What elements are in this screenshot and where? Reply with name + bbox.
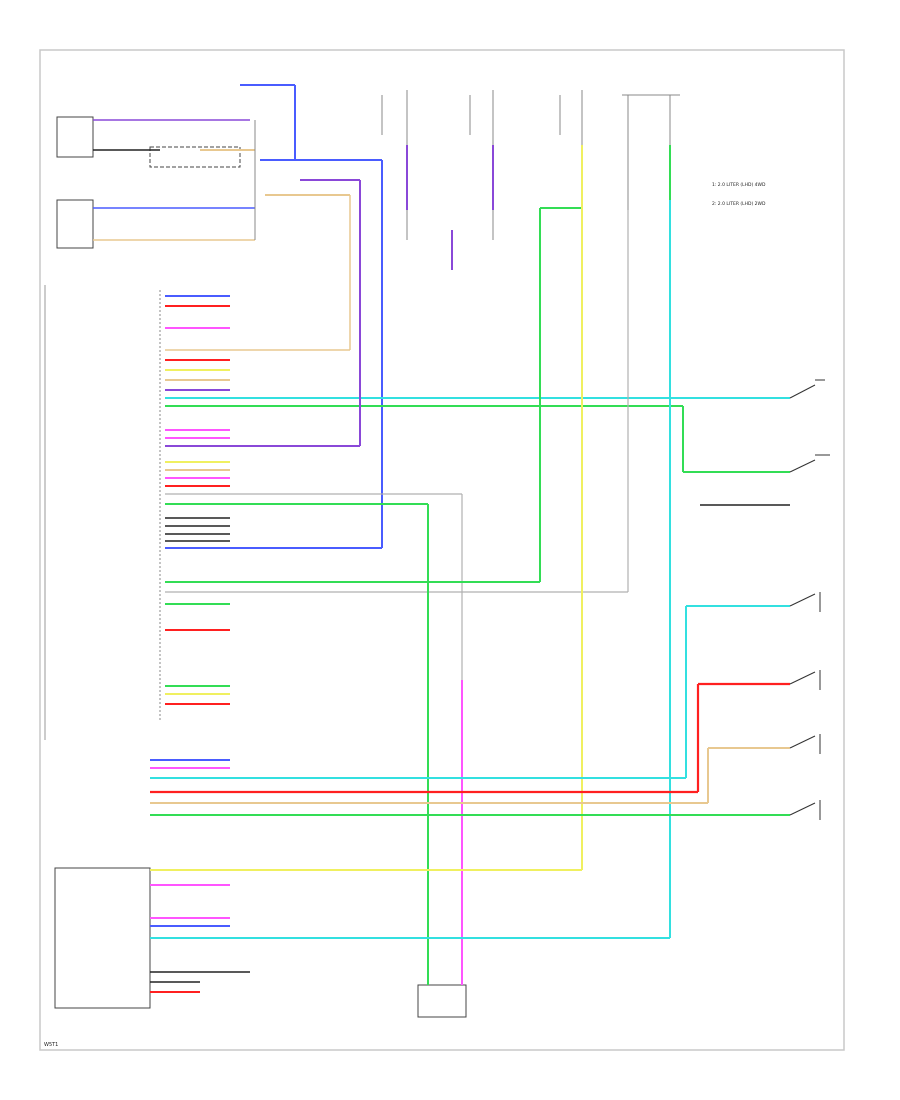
legend-note-2: 2: 2.0 LITER (LHD) 2WD xyxy=(712,201,766,207)
switch-2 xyxy=(789,454,830,473)
switch-1 xyxy=(789,379,825,399)
fuel-level-sensor-upper-box xyxy=(56,116,94,158)
switch-5 xyxy=(789,734,821,754)
bottom-center-connector xyxy=(417,984,467,1018)
lower-control-unit-box xyxy=(54,867,151,1009)
diagram-frame xyxy=(39,49,845,1051)
fuel-level-sensor-lower-box xyxy=(56,199,94,249)
switch-6 xyxy=(789,800,821,820)
switch-4 xyxy=(789,670,821,690)
legend-note-1: 1: 2.0 LITER (LHD) 4WD xyxy=(712,182,766,188)
switch-3 xyxy=(789,592,821,612)
diagram-id-label: W5T1 xyxy=(44,1042,58,1048)
fuel-pump-box xyxy=(149,146,241,168)
